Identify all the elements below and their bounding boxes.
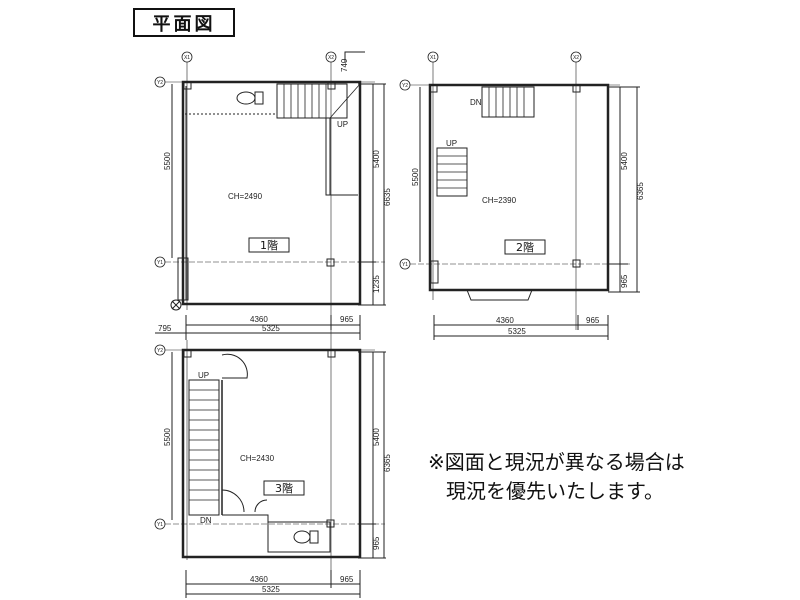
grid-label-x1: X1 [184, 55, 190, 61]
grid-label-y2: Y2 [157, 348, 163, 354]
note-line-1: ※図面と現況が異なる場合は [428, 450, 685, 474]
dim-bottom-a: 4360 [250, 315, 268, 324]
dim-top-small: 740 [340, 58, 349, 72]
dim-left: 5500 [163, 428, 172, 446]
grid-label-y1: Y1 [157, 522, 163, 528]
stairs-down-label: DN [470, 98, 482, 107]
floor-label-2: 2階 [516, 240, 534, 254]
dim-bottom-a: 4360 [496, 316, 514, 325]
floor-label-1: 1階 [260, 238, 278, 252]
stairs-up-label: UP [198, 371, 209, 380]
grid-label-x2: X2 [573, 55, 579, 61]
dim-bottom-total: 5325 [262, 585, 280, 594]
grid-label-y2: Y2 [402, 83, 408, 89]
dim-right-inner: 5400 [372, 428, 381, 446]
floor-label-3: 3階 [275, 481, 293, 495]
dim-right-lower: 1235 [372, 275, 381, 293]
dim-right-inner: 5400 [620, 152, 629, 170]
dim-right-lower: 965 [620, 274, 629, 288]
grid-label-y2: Y2 [157, 80, 163, 86]
grid-label-x1: X1 [430, 55, 436, 61]
dim-bottom-total: 5325 [262, 324, 280, 333]
grid-label-y1: Y1 [157, 260, 163, 266]
dim-right-outer: 6635 [383, 188, 392, 206]
note-line-2: 現況を優先いたします。 [446, 479, 664, 503]
stairs-down-label: DN [200, 516, 212, 525]
floor-plan-2 [410, 62, 640, 340]
dim-bottom-total: 5325 [508, 327, 526, 336]
dim-right-outer: 6365 [383, 454, 392, 472]
dim-bottom-left: 795 [158, 324, 172, 333]
dim-bottom-b: 965 [340, 575, 354, 584]
dim-right-outer: 6365 [636, 182, 645, 200]
dim-left: 5500 [411, 168, 420, 186]
floor-plan-3 [165, 340, 386, 598]
ceiling-height-3: CH=2430 [240, 454, 275, 463]
stairs-up-label: UP [337, 120, 348, 129]
dim-right-inner: 5400 [372, 150, 381, 168]
dim-bottom-b: 965 [586, 316, 600, 325]
dim-left: 5500 [163, 152, 172, 170]
disclaimer-note: ※図面と現況が異なる場合は 現況を優先いたします。 [428, 448, 685, 506]
ceiling-height-2: CH=2390 [482, 196, 517, 205]
grid-label-x2: X2 [328, 55, 334, 61]
floor-plan-1 [155, 51, 386, 340]
dim-bottom-a: 4360 [250, 575, 268, 584]
grid-label-y1: Y1 [402, 262, 408, 268]
stairs-up-label: UP [446, 139, 457, 148]
dim-bottom-b: 965 [340, 315, 354, 324]
page-title: 平面図 [133, 8, 235, 37]
dim-right-lower: 965 [372, 536, 381, 550]
ceiling-height-1: CH=2490 [228, 192, 263, 201]
